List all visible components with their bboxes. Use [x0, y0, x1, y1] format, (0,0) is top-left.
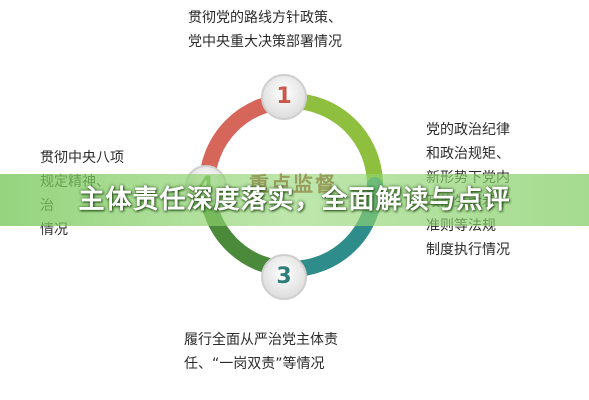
headline-text: 主体责任深度落实，全面解读与点评: [78, 185, 511, 215]
badge-1-shape: [261, 74, 307, 120]
badge-1-number: 1: [276, 84, 292, 109]
badge-3-number: 3: [276, 264, 292, 289]
top-item-text: 贯彻党的路线方针政策、 党中央重大决策部署情况: [188, 10, 342, 50]
bottom-item-text: 履行全面从严治党主体责 任、“一岗双责”等情况: [184, 332, 338, 372]
headline-banner: [0, 174, 589, 226]
ring-arc-top-right: [283, 93, 383, 193]
badge-3-shape: [261, 254, 307, 300]
